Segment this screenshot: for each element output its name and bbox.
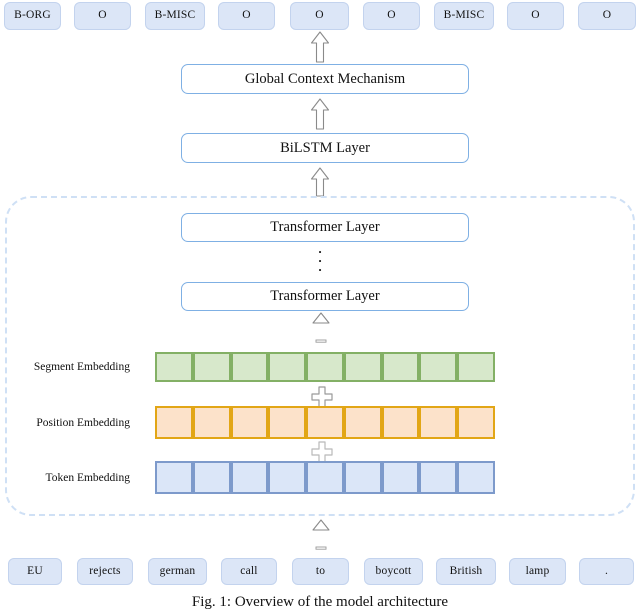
token-embedding-cell[interactable] [306,461,344,494]
input-token-label: to [315,564,326,577]
position-embedding-row [155,406,496,439]
transformer-layer-top-label: Transformer Layer [270,219,380,235]
input-token-label: EU [27,564,43,577]
bilstm-layer-box[interactable]: BiLSTM Layer [181,133,469,163]
position-embedding-cell[interactable] [268,406,307,439]
embedding-sum-connector-icon [315,339,327,343]
input-token-label: lamp [525,564,550,577]
arrow-transformer-to-embeddings [312,312,330,324]
output-tag-4[interactable]: O [290,2,349,30]
output-tag-label: O [98,9,107,22]
token-input-connector-icon [315,546,327,550]
segment-embedding-cell[interactable] [457,352,496,382]
segment-embedding-cell[interactable] [419,352,458,382]
segment-embedding-cell[interactable] [155,352,193,382]
output-tag-2[interactable]: B-MISC [145,2,205,30]
position-embedding-cell[interactable] [155,406,193,439]
ellipsis-dot: · [317,244,323,259]
position-embedding-cell[interactable] [230,406,269,439]
input-token-7[interactable]: lamp [509,558,566,585]
segment-embedding-cell[interactable] [192,352,231,382]
token-embedding-cell[interactable] [155,461,193,494]
output-tag-label: O [602,9,612,22]
token-embedding-cell[interactable] [381,461,420,494]
output-tag-8[interactable]: O [578,2,636,30]
output-tag-label: O [531,9,540,22]
bilstm-layer-label: BiLSTM Layer [280,139,370,156]
input-token-3[interactable]: call [221,558,277,585]
token-embedding-cell[interactable] [419,461,458,494]
input-token-label: . [604,564,609,577]
global-context-mechanism-label: Global Context Mechanism [244,70,406,87]
arrow-global-context-to-bilstm [310,98,330,130]
output-tag-label: O [315,9,324,22]
position-embedding-cell[interactable] [306,406,344,439]
token-embedding-label: Token Embedding [45,472,130,484]
transformer-layer-bottom-label: Transformer Layer [270,288,380,304]
position-embedding-label: Position Embedding [36,417,130,429]
input-token-label: British [449,564,483,577]
output-tag-6[interactable]: B-MISC [434,2,494,30]
output-tag-5[interactable]: O [363,2,420,30]
transformer-layer-top-box[interactable]: Transformer Layer [181,213,469,242]
ellipsis-dot: · [317,253,323,268]
output-tag-1[interactable]: O [74,2,131,30]
input-token-8[interactable]: . [579,558,634,585]
output-tag-label: O [387,9,396,22]
input-token-label: german [159,564,196,577]
input-token-0[interactable]: EU [8,558,62,585]
token-embedding-cell[interactable] [268,461,307,494]
input-token-label: call [240,564,258,577]
arrow-tokens-to-embeddings [312,519,330,531]
position-embedding-cell[interactable] [343,406,382,439]
input-token-label: boycott [375,564,412,577]
token-embedding-cell[interactable] [230,461,269,494]
arrow-bilstm-to-transformer-stack [310,167,330,197]
ellipsis-dot: · [317,262,323,277]
input-token-6[interactable]: British [436,558,496,585]
output-tag-label: B-MISC [154,9,196,22]
segment-embedding-cell[interactable] [230,352,269,382]
input-token-1[interactable]: rejects [77,558,133,585]
position-embedding-cell[interactable] [457,406,496,439]
token-embedding-row [155,461,496,494]
figure-caption: Fig. 1: Overview of the model architectu… [191,594,449,610]
arrow-tags-to-global-context [310,31,330,63]
output-tag-label: O [242,9,251,22]
segment-embedding-cell[interactable] [268,352,307,382]
segment-embedding-label: Segment Embedding [33,361,130,373]
token-embedding-cell[interactable] [457,461,496,494]
segment-embedding-row [155,352,496,382]
input-token-label: rejects [89,564,121,577]
position-embedding-cell[interactable] [192,406,231,439]
encoder-dashed-region [5,196,635,516]
output-tag-0[interactable]: B-ORG [4,2,61,30]
position-embedding-cell[interactable] [419,406,458,439]
token-embedding-cell[interactable] [192,461,231,494]
segment-embedding-cell[interactable] [343,352,382,382]
output-tag-7[interactable]: O [507,2,564,30]
transformer-layer-bottom-box[interactable]: Transformer Layer [181,282,469,311]
token-embedding-cell[interactable] [343,461,382,494]
segment-embedding-cell[interactable] [306,352,344,382]
input-token-4[interactable]: to [292,558,349,585]
position-embedding-cell[interactable] [381,406,420,439]
input-token-5[interactable]: boycott [364,558,423,585]
vertical-ellipsis: · · · [0,244,640,277]
input-token-2[interactable]: german [148,558,207,585]
segment-embedding-cell[interactable] [381,352,420,382]
output-tag-label: B-MISC [443,9,485,22]
global-context-mechanism-box[interactable]: Global Context Mechanism [181,64,469,94]
output-tag-label: B-ORG [14,9,51,22]
output-tag-3[interactable]: O [218,2,275,30]
